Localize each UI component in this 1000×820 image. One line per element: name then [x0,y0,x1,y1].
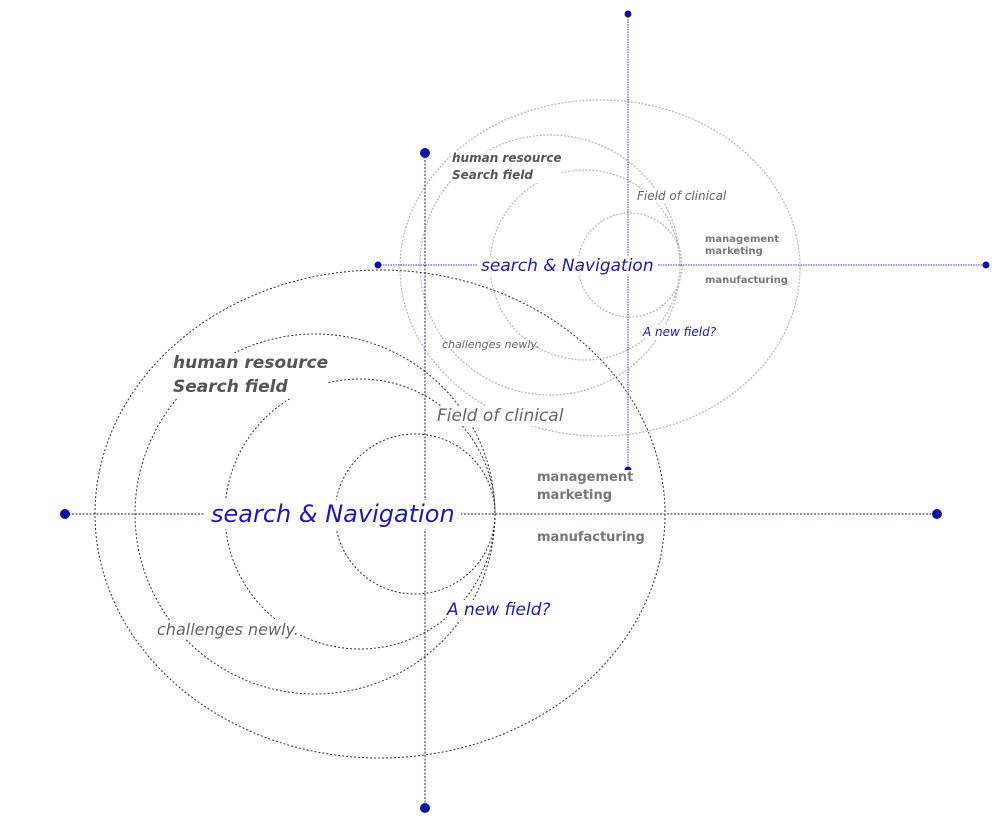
endpoint-dot [374,261,382,269]
small-new-field-label: A new field? [643,325,717,340]
endpoint-dot [420,148,430,158]
small-hr-line1: human resource [452,151,562,165]
large-challenges-label: challenges newly. [157,620,299,640]
large-hr-line2: Search field [173,377,288,398]
small-management: management [705,234,780,245]
small-mgmt-label: management marketing [705,234,780,258]
large-hr-label: human resource Search field [173,353,329,398]
large-marketing: marketing [537,487,613,503]
large-manufacturing-label: manufacturing [537,530,645,546]
endpoint-dot [624,10,632,18]
small-hr-line2: Search field [452,168,533,183]
large-management: management [537,470,634,485]
small-marketing: marketing [705,246,763,257]
endpoint-dot [420,803,430,813]
large-center-label: search & Navigation [205,500,461,529]
large-axes [65,153,937,808]
small-challenges-label: challenges newly. [442,338,540,351]
endpoint-dot [932,509,942,519]
large-ring-1 [334,433,496,595]
small-center-label: search & Navigation [478,256,657,277]
endpoint-dot [982,261,990,269]
large-hr-line1: human resource [173,353,329,373]
small-axes [378,14,986,470]
small-clinical-label: Field of clinical [637,189,727,204]
small-manufacturing-label: manufacturing [705,275,788,287]
small-outer-circle [399,99,801,437]
large-clinical-label: Field of clinical [437,406,564,427]
endpoint-dot [60,509,70,519]
small-hr-label: human resource Search field [452,151,562,183]
large-new-field-label: A new field? [447,600,551,621]
large-mgmt-label: management marketing [537,470,634,504]
